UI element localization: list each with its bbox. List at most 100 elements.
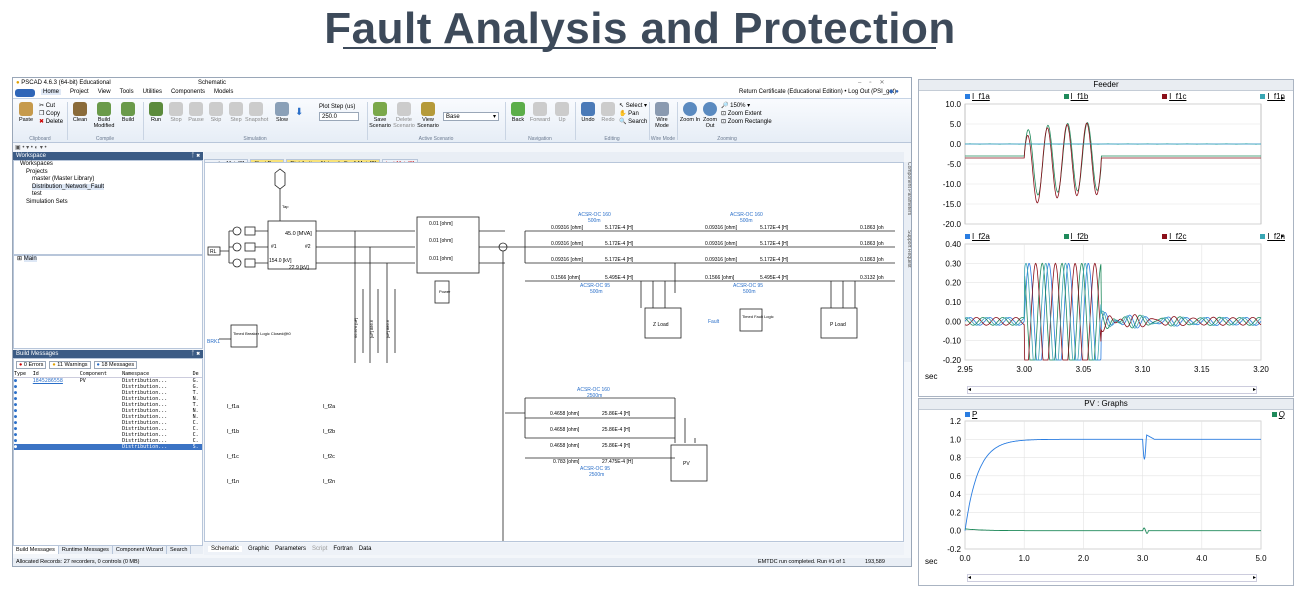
tree-item[interactable]: Distribution_Network_Fault [32, 183, 105, 190]
ribbon-tab-components[interactable]: Components [170, 89, 205, 95]
ribbon-tab-models[interactable]: Models [214, 89, 234, 95]
pause-button[interactable]: Pause [185, 102, 207, 123]
ribbon-tab-view[interactable]: View [97, 89, 111, 95]
editor-tab-schematic[interactable]: Schematic [208, 546, 243, 552]
redo-button[interactable]: Redo [597, 102, 619, 123]
table-row[interactable]: ●Distribution...S. [14, 444, 202, 450]
table-row[interactable]: ●Distribution...T. [14, 390, 202, 396]
messages-col-header[interactable]: Id [32, 371, 80, 378]
zoom-percent-button[interactable]: 🔎 150% ▾ [721, 103, 751, 109]
window-controls[interactable]: –▫✕ [858, 80, 893, 86]
account-info[interactable]: Return Certificate (Educational Edition)… [739, 89, 897, 95]
errors-filter[interactable]: ● 0 Errors [16, 361, 47, 369]
stop-button[interactable]: Stop [165, 102, 187, 123]
file-menu-button[interactable] [15, 89, 35, 97]
fault-block [416, 216, 480, 274]
build-button[interactable]: Build [117, 102, 139, 123]
select-button[interactable]: ↖ Select ▾ [619, 103, 648, 109]
table-row[interactable]: ●Distribution...C. [14, 420, 202, 426]
up-button[interactable]: Up [551, 102, 573, 123]
zoom-extent-button[interactable]: ⊡ Zoom Extent [721, 111, 762, 117]
clean-button[interactable]: Clean [69, 102, 91, 123]
table-row[interactable]: ●Distribution...T. [14, 402, 202, 408]
line2-n-r: 0.1566 [ohm] [705, 275, 735, 281]
search-button[interactable]: 🔍 Search [619, 119, 648, 125]
zoom-rectangle-button[interactable]: ⊡ Zoom Rectangle [721, 119, 772, 125]
bm-tab[interactable]: Build Messages [13, 546, 59, 554]
bm-tab[interactable]: Search [167, 546, 192, 554]
messages-filter[interactable]: ● 18 Messages [93, 361, 138, 369]
warnings-filter[interactable]: ● 11 Warnings [49, 361, 91, 369]
ribbon-tab-utilities[interactable]: Utilities [142, 89, 162, 95]
messages-col-header[interactable]: Namespace [122, 371, 193, 378]
snapshot-button[interactable]: Snapshot [245, 102, 268, 123]
delete-scenario-button[interactable]: Delete Scenario [393, 102, 415, 129]
editor-tab-script[interactable]: Script [312, 546, 328, 552]
x-tick-label: 3.05 [1076, 365, 1092, 374]
plot-step-input[interactable]: 250.0 [319, 112, 359, 121]
ribbon-tab-home[interactable]: Home [41, 89, 62, 95]
editor-tab-parameters[interactable]: Parameters [275, 546, 307, 552]
table-row[interactable]: ●Distribution...N. [14, 396, 202, 402]
side-tab-component-parameters[interactable]: Component Parameters [906, 162, 912, 216]
table-row[interactable]: ●Distribution...C. [14, 426, 202, 432]
slow-button[interactable]: Slow [271, 102, 293, 123]
undo-button[interactable]: Undo [577, 102, 599, 123]
legend-item: I_f1n [1260, 92, 1285, 101]
ribbon-tab-project[interactable]: Project [70, 89, 89, 95]
pan-button[interactable]: ✋ Pan [619, 111, 639, 117]
table-row[interactable]: ●Distribution...G. [14, 384, 202, 390]
wire-mode-button[interactable]: Wire Mode [651, 102, 673, 129]
schematic-canvas[interactable]: RL Tap 45.0 [MVA] #1 #2 154.0 [kV] 22.9 … [204, 162, 904, 542]
tree-item-main[interactable]: ⊞ Main [17, 256, 37, 262]
copy-button[interactable]: ❐ Copy [39, 111, 61, 117]
forward-button[interactable]: Forward [529, 102, 551, 123]
messages-col-header[interactable]: De [192, 371, 202, 378]
table-row[interactable]: ●Distribution...C. [14, 438, 202, 444]
transformer-v1: 154.0 [kV] [269, 258, 292, 264]
messages-col-header[interactable]: Type [14, 371, 33, 378]
bm-tab[interactable]: Component Wizard [113, 546, 167, 554]
side-tab-support-request[interactable]: Support Request [906, 230, 912, 269]
back-button[interactable]: Back [507, 102, 529, 123]
pv-scrollbar[interactable]: ◂▸ [967, 574, 1257, 582]
fault-r3: 0.01 [ohm] [429, 256, 453, 262]
feeder-scrollbar[interactable]: ◂▸ [967, 386, 1257, 394]
tree-item[interactable]: Projects [26, 168, 48, 175]
cut-button[interactable]: ✂ Cut [39, 103, 56, 109]
snapshot-icon [249, 102, 263, 116]
legend-swatch [1162, 234, 1168, 239]
zoom-out-button[interactable]: Zoom Out [699, 102, 721, 129]
scenario-select[interactable]: Base▾ [443, 112, 499, 121]
build-modified-button[interactable]: Build Modified [93, 102, 115, 129]
ribbon-tab-tools[interactable]: Tools [119, 89, 134, 95]
quick-access-toolbar[interactable]: ▣ • ▾ • ◐ ▾ • [15, 145, 47, 151]
line3-r-a: 0.1863 [oh [860, 225, 884, 231]
pv-label: PV [683, 461, 690, 467]
line-n-l: 5.495E-4 [H] [605, 275, 634, 281]
bm-tab[interactable]: Runtime Messages [59, 546, 113, 554]
messages-col-header[interactable]: Component [79, 371, 123, 378]
editor-tab-fortran[interactable]: Fortran [333, 546, 353, 552]
editor-tab-graphic[interactable]: Graphic [248, 546, 270, 552]
table-row[interactable]: ●Distribution...N. [14, 408, 202, 414]
tree-item[interactable]: Workspaces [20, 161, 53, 167]
paste-button[interactable]: Paste [15, 102, 37, 123]
tree-item[interactable]: master (Master Library) [32, 176, 95, 182]
help-icon[interactable]: ◆ ● [889, 89, 899, 95]
tree-item[interactable]: test [32, 191, 42, 197]
transformer-rating: 45.0 [MVA] [285, 231, 312, 237]
skip-button[interactable]: Skip [205, 102, 227, 123]
run-button[interactable]: Run [145, 102, 167, 123]
save-scenario-button[interactable]: Save Scenario [369, 102, 391, 129]
delete-button[interactable]: ✖ Delete [39, 119, 64, 125]
table-row[interactable]: ●Distribution...N. [14, 414, 202, 420]
table-row[interactable]: ●Distribution...C. [14, 432, 202, 438]
zoom-in-button[interactable]: Zoom In [679, 102, 701, 123]
tree-item[interactable]: Simulation Sets [26, 198, 68, 205]
cell-ns: Distribution... [122, 444, 168, 450]
editor-tab-data[interactable]: Data [358, 546, 372, 552]
step-button[interactable]: Step [225, 102, 247, 123]
view-scenario-button[interactable]: View Scenario [417, 102, 439, 129]
